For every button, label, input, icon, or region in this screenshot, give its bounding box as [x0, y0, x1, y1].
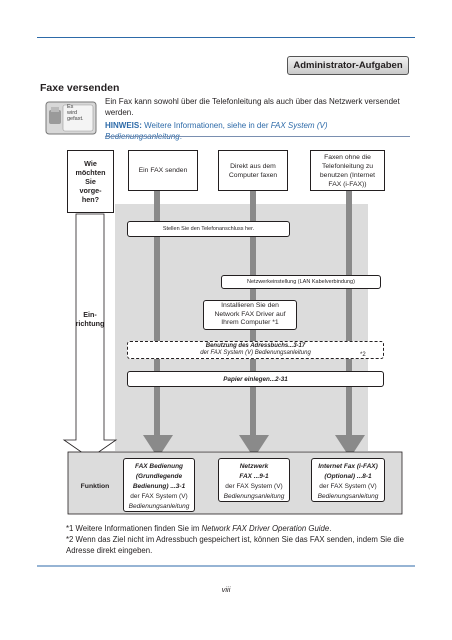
function-reference: Bedienungsanleitung [317, 493, 379, 500]
footnote-1-text: *1 Weitere Informationen finden Sie im [66, 524, 200, 533]
footnote-1: *1 Weitere Informationen finden Sie im N… [66, 523, 411, 534]
page-number: viii [221, 585, 231, 594]
function-title: FAX ...9-1 [239, 473, 269, 480]
address-book-note: *2 [360, 352, 366, 358]
function-title: Internet Fax (i-FAX) [318, 463, 378, 470]
question-line: möchten [75, 168, 106, 177]
hint-text: Weitere Informationen, siehe in der [144, 121, 269, 130]
intro-text: Ein Fax kann sowohl über die Telefonleit… [105, 97, 400, 117]
step-load-paper: Papier einlegen...2-31 [127, 371, 384, 387]
function-reference: Bedienungsanleitung [223, 493, 285, 500]
function-title: FAX Bedienung [134, 463, 184, 470]
function-reference: Bedienungsanleitung [128, 503, 190, 510]
question-line: Sie [85, 177, 96, 186]
footnote-1-reference: Network FAX Driver Operation Guide [201, 524, 330, 533]
setup-arrow [62, 213, 118, 459]
footnote-2: *2 Wenn das Ziel nicht im Adressbuch ges… [66, 535, 404, 555]
function-title: (Grundlegende [135, 473, 183, 480]
icon-caption-1: Es [67, 104, 74, 110]
option-internet-fax: Faxen ohne die Telefonleitung zu benutze… [310, 150, 385, 191]
icon-caption-2: wird [67, 110, 78, 116]
address-book-reference: der FAX System (V) Bedienungsanleitung [200, 350, 311, 356]
step-network-settings: Netzwerkeinstellung (LAN Kabelverbindung… [221, 275, 381, 289]
question-line: hen? [81, 195, 100, 204]
address-book-title: Benutzung des Adressbuchs...3-17 [205, 343, 306, 349]
function-reference: der FAX System (V) [319, 483, 377, 490]
arrowhead-computer [239, 435, 269, 458]
fax-machine-icon [45, 100, 97, 136]
arrowhead-fax [143, 435, 173, 458]
arrowhead-ifax [335, 435, 365, 458]
function-network-fax: Netzwerk FAX ...9-1 der FAX System (V) B… [218, 458, 290, 502]
question-line: vorge- [79, 186, 102, 195]
footnotes: *1 Weitere Informationen finden Sie im N… [66, 523, 411, 556]
function-label: Funktion [80, 483, 110, 490]
option-send-fax: Ein FAX senden [128, 150, 198, 191]
function-fax-operation: FAX Bedienung (Grundlegende Bedienung) .… [123, 458, 195, 512]
footnote-1-end: . [329, 524, 332, 533]
function-reference: der FAX System (V) [130, 493, 188, 500]
function-title: Bedienung) ...3-1 [132, 483, 186, 490]
setup-label-line: richtung [75, 319, 105, 328]
step-install-driver: Installieren Sie den Network FAX Driver … [203, 300, 297, 330]
setup-label-line: Ein- [83, 310, 97, 319]
question-box: Wie möchten Sie vorge- hen? [67, 150, 114, 213]
top-rule [37, 37, 415, 38]
option-pc-fax: Direkt aus dem Computer faxen [218, 150, 288, 191]
column-bar-fax [154, 191, 160, 446]
function-reference: der FAX System (V) [225, 483, 283, 490]
step-address-book: Benutzung des Adressbuchs...3-17 der FAX… [127, 341, 384, 359]
icon-caption-3: gefaxt. [67, 116, 84, 122]
section-title: Faxe versenden [40, 82, 120, 94]
setup-label: Ein- richtung [72, 310, 108, 328]
step-phone-connection: Stellen Sie den Telefonanschluss her. [127, 221, 290, 237]
function-title: (Optional) ...8-1 [324, 473, 372, 480]
section-tab: Administrator-Aufgaben [287, 56, 409, 75]
function-internet-fax: Internet Fax (i-FAX) (Optional) ...8-1 d… [311, 458, 385, 502]
hint-rule [105, 136, 410, 137]
hint-label: HINWEIS: [105, 121, 142, 130]
function-title: Netzwerk [239, 463, 269, 470]
question-line: Wie [84, 159, 97, 168]
column-bar-ifax [346, 191, 352, 446]
